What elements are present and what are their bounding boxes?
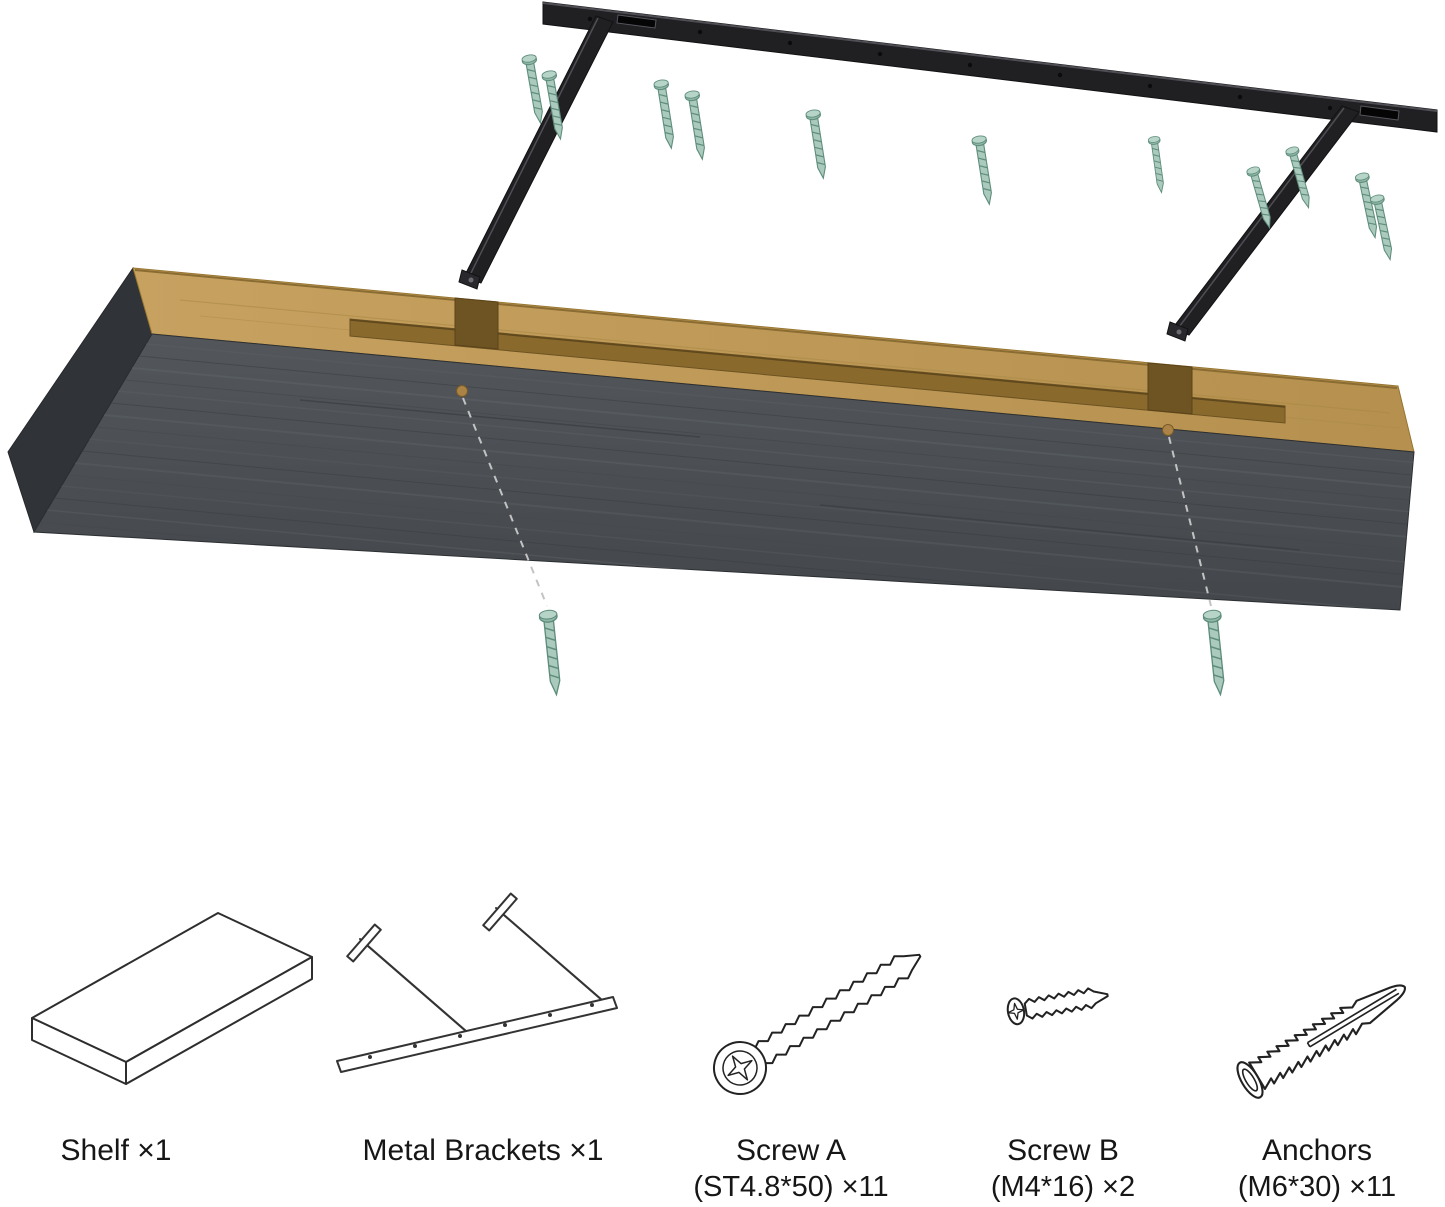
part-label: Metal Brackets ×1 <box>362 1134 604 1167</box>
part-label: Screw A <box>735 1134 847 1167</box>
bracket-arm-right <box>1166 105 1360 342</box>
shelf-icon <box>31 912 313 1085</box>
part-screw-b: Screw B (M4*16) ×2 <box>923 1132 1203 1205</box>
part-label: Shelf ×1 <box>60 1134 172 1167</box>
part-label: Anchors <box>1261 1134 1373 1167</box>
bracket-slot-right <box>1359 105 1400 121</box>
bracket-slot-left <box>616 14 657 29</box>
screw-icon <box>520 53 549 125</box>
screw-icon <box>683 89 710 161</box>
screw-hole-left <box>456 385 468 397</box>
metal-brackets-icon <box>336 892 618 1073</box>
alignment-dashed-lines <box>462 397 1212 607</box>
screw-a-icon <box>713 953 922 1095</box>
part-sublabel: (ST4.8*50) ×11 <box>693 1171 889 1203</box>
metal-bracket <box>458 1 1438 342</box>
part-metal-brackets: Metal Brackets ×1 <box>343 1132 623 1169</box>
screw-icon <box>1202 608 1230 697</box>
screw-icon <box>652 78 679 150</box>
screw-icon <box>804 108 831 180</box>
groove-notch-left <box>454 297 499 350</box>
shelf-board <box>7 266 1415 611</box>
part-sublabel: (M6*30) ×11 <box>1237 1171 1397 1203</box>
screw-hole-right <box>1162 424 1174 436</box>
screw-b-icon <box>1006 987 1109 1026</box>
screws-bottom <box>538 608 1230 697</box>
screw-icon <box>970 134 997 206</box>
part-label: Screw B <box>1007 1134 1119 1167</box>
screw-icon <box>538 608 566 697</box>
shelf-groove <box>349 318 1286 424</box>
part-sublabel: (M4*16) ×2 <box>990 1171 1136 1203</box>
part-anchors: Anchors (M6*30) ×11 <box>1177 1132 1445 1205</box>
bracket-arm-left <box>458 15 614 290</box>
part-screw-a: Screw A (ST4.8*50) ×11 <box>651 1132 931 1205</box>
part-shelf: Shelf ×1 <box>0 1132 256 1169</box>
shelf-front-face <box>33 333 1415 611</box>
screw-icon <box>1147 135 1168 194</box>
anchors-icon <box>1236 984 1407 1099</box>
groove-notch-right <box>1147 362 1193 415</box>
